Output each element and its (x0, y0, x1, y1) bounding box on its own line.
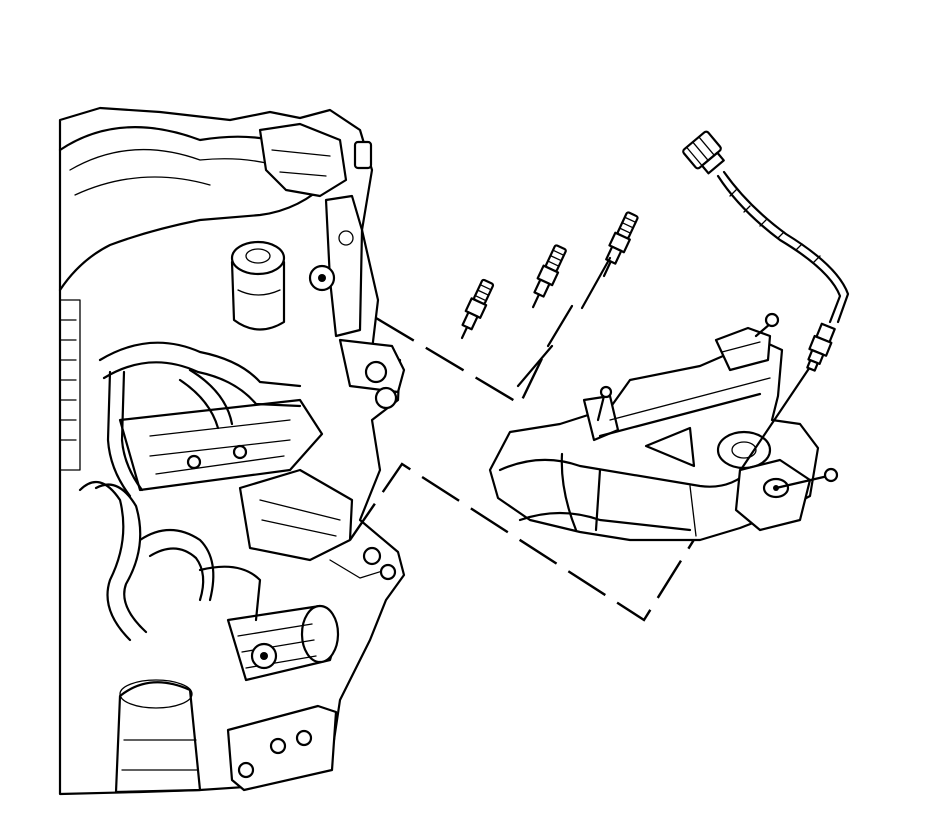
heat-shield (488, 338, 820, 542)
spark-plug-leaders (516, 256, 612, 388)
exhaust-manifold (488, 326, 820, 542)
mounting-nut-right (774, 467, 839, 490)
mounting-nut-top (754, 312, 780, 338)
mounting-nut-left (596, 385, 613, 422)
oxygen-sensor (682, 130, 850, 372)
engine (58, 106, 406, 796)
spark-plug-2 (531, 244, 567, 309)
spark-plug-3 (602, 211, 639, 278)
alignment-lines (349, 316, 702, 622)
spark-plug-1 (460, 278, 495, 340)
